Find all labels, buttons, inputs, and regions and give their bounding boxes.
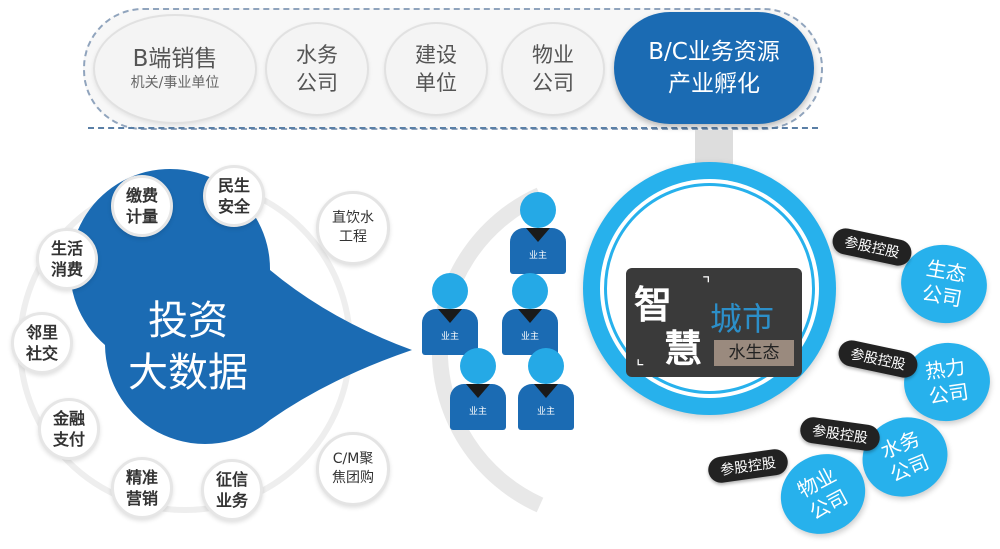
- logo-city: 城市: [710, 300, 775, 338]
- satellite-line1: 缴费: [125, 186, 158, 205]
- owner-label: 业主: [520, 332, 539, 342]
- satellite-life-consumption: 生活 消费: [36, 228, 98, 290]
- satellite-livelihood-safety: 民生 安全: [203, 165, 265, 227]
- direct-water-line2: 工程: [339, 229, 367, 245]
- satellite-line2: 营销: [125, 489, 158, 508]
- hub-ring-border: [604, 183, 815, 394]
- satellite-line1: 民生: [217, 176, 250, 195]
- top-item-water-line2: 公司: [296, 71, 338, 95]
- top-item-water-line1: 水务: [296, 43, 338, 67]
- satellite-credit-business: 征信 业务: [201, 459, 263, 521]
- top-item-property-line2: 公司: [532, 71, 574, 95]
- satellite-line1: 征信: [215, 470, 248, 489]
- incubation-line1: B/C业务资源: [648, 39, 780, 65]
- owner-icon: 业主: [516, 348, 576, 434]
- direct-drinking-water-label: 直饮水 工程: [316, 191, 390, 265]
- satellite-line1: 精准: [125, 468, 158, 487]
- group-buying-label: C/M聚 焦团购: [316, 432, 390, 506]
- top-item-construction-line1: 建设: [415, 43, 457, 67]
- top-item-property: 物业 公司: [501, 22, 605, 116]
- top-item-property-line1: 物业: [532, 43, 574, 67]
- top-item-b-sales-subtitle: 机关/事业单位: [130, 75, 220, 91]
- group-buy-line2: 焦团购: [332, 470, 374, 486]
- satellite-line2: 支付: [52, 430, 85, 449]
- top-item-b-sales-title: B端销售: [132, 46, 218, 72]
- smart-city-logo: 智 慧 城市 ⌝ ⌞ 水生态: [626, 268, 802, 377]
- satellite-payment-metering: 缴费 计量: [111, 175, 173, 237]
- logo-bracket-top: ⌝: [702, 274, 711, 295]
- top-bar-dashed-line: [88, 127, 818, 129]
- satellite-neighborhood-social: 邻里 社交: [11, 312, 73, 374]
- incubation-line2: 产业孵化: [668, 71, 760, 97]
- owner-icon: 业主: [448, 348, 508, 434]
- satellite-line2: 消费: [50, 260, 83, 279]
- company-line2: 公司: [927, 379, 971, 409]
- logo-bracket-bottom: ⌞: [636, 348, 645, 369]
- logo-char-hui: 慧: [664, 326, 703, 371]
- group-buy-line1: C/M聚: [332, 451, 374, 467]
- owner-label: 业主: [440, 332, 459, 342]
- satellite-finance-payment: 金融 支付: [38, 398, 100, 460]
- big-data-title: 投资 大数据: [118, 292, 258, 402]
- satellite-line1: 邻里: [25, 323, 58, 342]
- top-item-construction-line2: 单位: [415, 71, 457, 95]
- direct-water-line1: 直饮水: [332, 210, 374, 226]
- top-item-construction: 建设 单位: [384, 22, 488, 116]
- satellite-line2: 计量: [125, 207, 158, 226]
- satellite-line1: 金融: [52, 409, 85, 428]
- top-item-water-company: 水务 公司: [265, 22, 369, 116]
- satellite-line1: 生活: [50, 239, 83, 258]
- top-item-incubation: B/C业务资源 产业孵化: [614, 12, 814, 124]
- owner-label: 业主: [468, 407, 487, 417]
- owner-icon: 业主: [508, 192, 568, 278]
- logo-char-zhi: 智: [634, 282, 673, 327]
- logo-water-eco: 水生态: [714, 340, 794, 366]
- satellite-line2: 业务: [215, 491, 248, 510]
- owner-label: 业主: [536, 407, 555, 417]
- big-data-line2: 大数据: [128, 350, 248, 396]
- satellite-line2: 安全: [217, 197, 250, 216]
- owner-label: 业主: [528, 251, 547, 261]
- big-data-line1: 投资: [148, 298, 228, 344]
- satellite-precision-marketing: 精准 营销: [111, 457, 173, 519]
- top-item-b-sales: B端销售 机关/事业单位: [93, 14, 257, 124]
- satellite-line2: 社交: [25, 344, 58, 363]
- owner-icon: 业主: [420, 273, 480, 359]
- owner-icon: 业主: [500, 273, 560, 359]
